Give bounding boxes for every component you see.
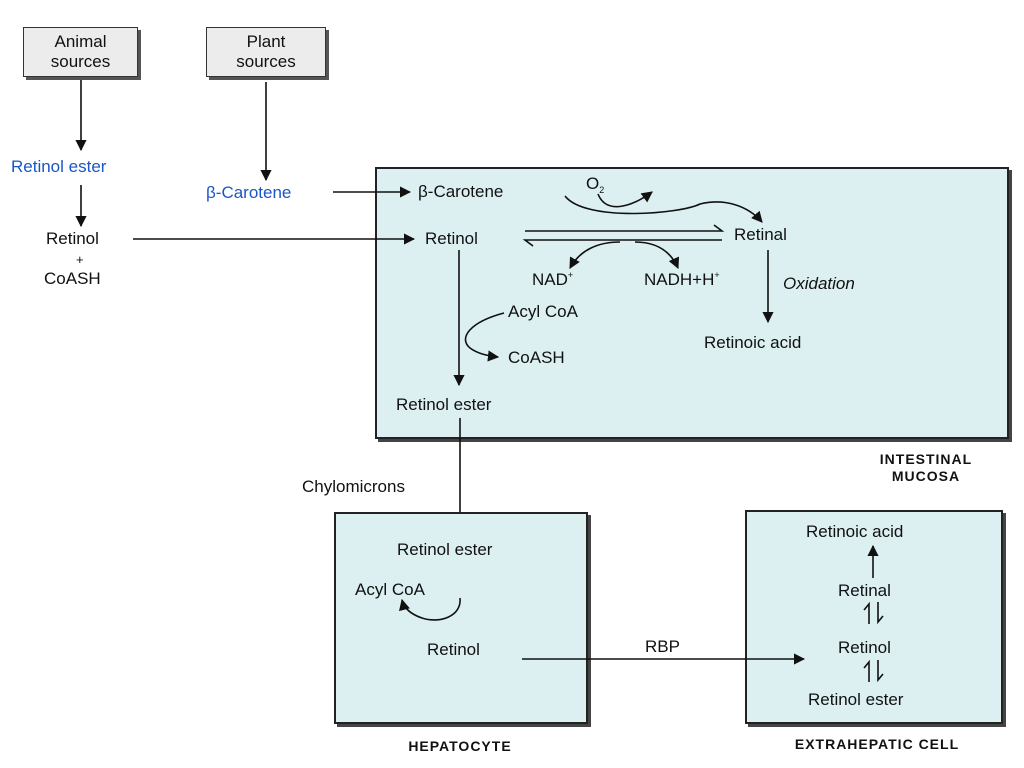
- mucosa-beta-carotene: β-Carotene: [418, 182, 504, 201]
- mucosa-acyl-coa: Acyl CoA: [508, 302, 578, 321]
- arrow-retinol-to-retinal: [525, 224, 725, 232]
- mucosa-retinol: Retinol: [425, 229, 478, 248]
- mucosa-retinal: Retinal: [734, 225, 787, 244]
- extrahepatic-cell-label: EXTRAHEPATIC CELL: [794, 736, 960, 752]
- mucosa-retinol-ester: Retinol ester: [396, 395, 492, 414]
- mucosa-o2: O2: [586, 174, 605, 195]
- nadh-text: NADH+H: [644, 270, 715, 289]
- hepatocyte-retinol: Retinol: [427, 640, 480, 659]
- extrahepatic-retinol-ester: Retinol ester: [808, 690, 904, 709]
- hepatocyte-label: HEPATOCYTE: [408, 738, 512, 754]
- outside-retinol-ester: Retinol ester: [11, 157, 107, 176]
- nadh-superscript: +: [714, 270, 720, 280]
- mucosa-retinoic-acid: Retinoic acid: [704, 333, 802, 352]
- mucosa-nadh: NADH+H+: [644, 270, 720, 290]
- hepatocyte-box: [334, 512, 588, 724]
- arrow-ester-to-retinol-extra: [863, 659, 870, 682]
- extrahepatic-retinoic-acid: Retinoic acid: [806, 522, 904, 541]
- hepatocyte-acyl-coa: Acyl CoA: [355, 580, 425, 599]
- animal-sources-line2: sources: [50, 52, 111, 71]
- animal-sources-line1: Animal: [54, 32, 107, 51]
- hepatocyte-retinol-ester: Retinol ester: [397, 540, 493, 559]
- arrow-o2-input: [597, 191, 653, 208]
- outside-plus: +: [76, 252, 84, 267]
- arrow-nadh-curve: [634, 241, 680, 270]
- plant-sources-line2: sources: [236, 52, 296, 71]
- rbp-label: RBP: [645, 637, 680, 656]
- plant-sources-box: Plant sources: [206, 27, 326, 77]
- arrow-acylcoa-to-coash: [464, 312, 505, 362]
- intestinal-mucosa-label-line1: INTESTINAL: [879, 451, 973, 467]
- nad-text: NAD: [532, 270, 568, 289]
- intestinal-mucosa-label-line2: MUCOSA: [891, 468, 961, 484]
- arrow-nad-curve: [569, 241, 621, 269]
- o2-subscript: 2: [599, 185, 605, 195]
- arrow-carotene-to-retinal: [564, 195, 763, 223]
- mucosa-coash: CoASH: [508, 348, 565, 367]
- mucosa-oxidation: Oxidation: [783, 274, 855, 293]
- plant-sources-line1: Plant: [246, 32, 286, 51]
- extrahepatic-retinol: Retinol: [838, 638, 891, 657]
- arrow-retinol-to-ester-extra: [877, 660, 884, 683]
- intestinal-mucosa-label: INTESTINAL MUCOSA: [856, 451, 996, 485]
- arrow-retinal-to-retinol: [522, 239, 722, 247]
- mucosa-nad: NAD+: [532, 270, 573, 290]
- extrahepatic-retinal: Retinal: [838, 581, 891, 600]
- outside-retinol: Retinol: [46, 229, 99, 248]
- arrow-retinal-to-retinol-extra: [877, 602, 884, 625]
- o2-text: O: [586, 174, 600, 193]
- animal-sources-box: Animal sources: [23, 27, 138, 77]
- arrow-retinol-to-retinal-extra: [863, 601, 870, 624]
- outside-coash: CoASH: [44, 269, 101, 288]
- nad-superscript: +: [567, 270, 574, 280]
- outside-beta-carotene: β-Carotene: [206, 183, 292, 202]
- chylomicrons-label: Chylomicrons: [302, 477, 405, 496]
- intestinal-mucosa-box: [375, 167, 1009, 439]
- arrow-hepatocyte-acyl-curve: [399, 597, 461, 621]
